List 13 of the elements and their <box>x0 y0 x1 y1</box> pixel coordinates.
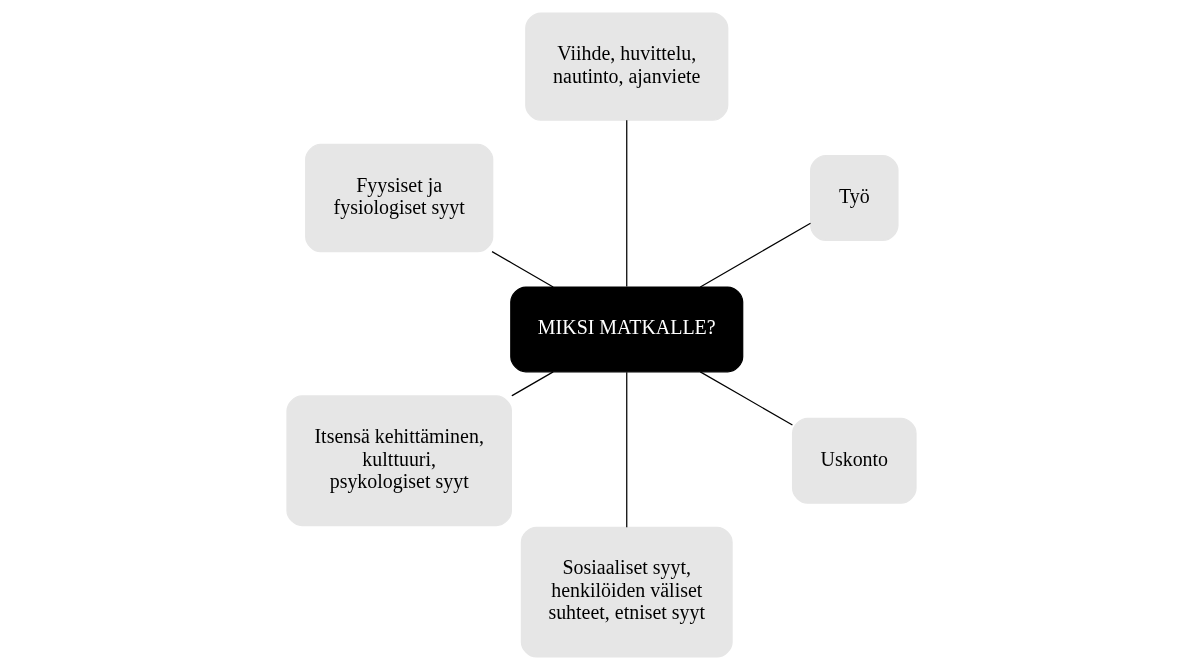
connector <box>699 222 812 288</box>
node-box: Fyysiset ja fysiologiset syyt <box>305 143 494 253</box>
node-box: Uskonto <box>791 417 917 504</box>
node-box: Viihde, huvittelu, nautinto, ajanviete <box>525 12 729 121</box>
node-box: Työ <box>810 155 899 242</box>
connector <box>626 371 628 528</box>
connector <box>511 371 554 397</box>
node-box: MIKSI MATKALLE? <box>510 286 744 373</box>
connector <box>626 119 628 288</box>
node-box: Itsensä kehittäminen, kulttuuri, psykologiset syyt <box>286 395 513 527</box>
connector <box>699 371 794 426</box>
connector <box>491 251 554 288</box>
node-box: Sosiaaliset syyt, henkilöiden väliset suhteet, etniset syyt <box>520 526 733 658</box>
